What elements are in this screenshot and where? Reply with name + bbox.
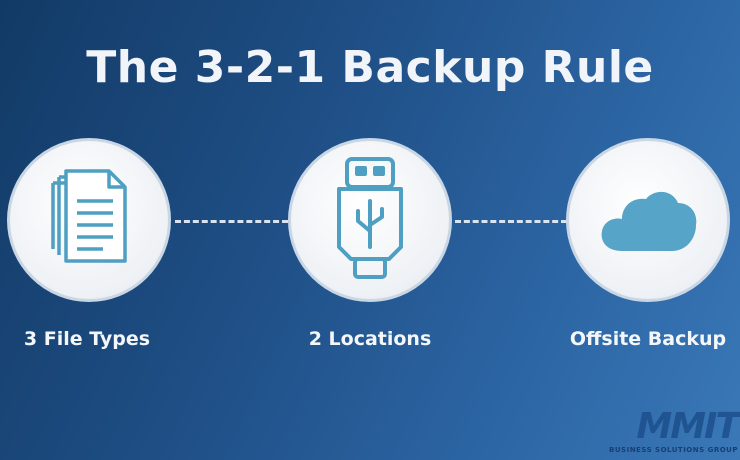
brand-mark: MMIT [636,406,740,447]
usb-drive-icon [337,157,403,279]
dashed-connector-1 [175,220,288,223]
documents-icon [51,169,127,263]
node-label-offsite-backup: Offsite Backup [569,328,727,350]
brand-logo: MMIT BUSINESS SOLUTIONS GROUP [590,406,740,455]
node-label-file-types: 3 File Types [23,328,151,350]
page-title: The 3-2-1 Backup Rule [86,42,654,93]
node-label-locations: 2 Locations [308,328,432,350]
node-offsite-backup [566,138,730,302]
brand-subtitle: BUSINESS SOLUTIONS GROUP [609,446,738,454]
node-file-types [7,138,171,302]
node-locations [288,138,452,302]
cloud-icon [601,191,697,251]
dashed-connector-2 [455,220,567,223]
